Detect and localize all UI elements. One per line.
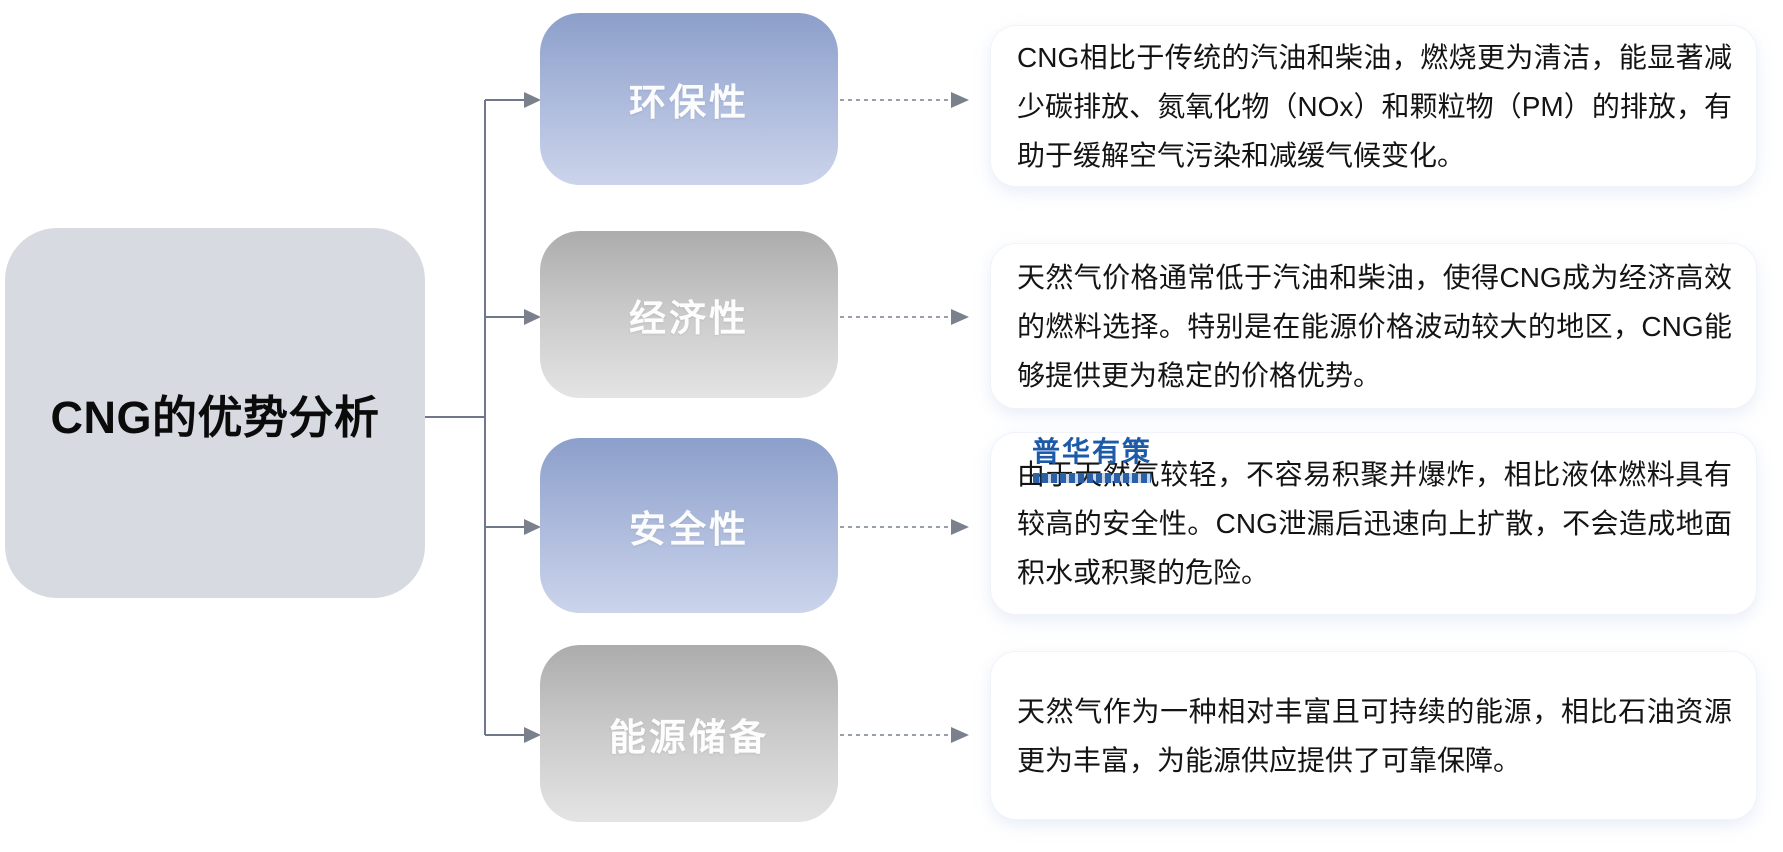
description-card-environmental: CNG相比于传统的汽油和柴油，燃烧更为清洁，能显著减少碳排放、氮氧化物（NOx）… xyxy=(990,25,1757,187)
description-text: 天然气作为一种相对丰富且可持续的能源，相比石油资源更为丰富，为能源供应提供了可靠… xyxy=(1017,695,1732,776)
watermark-logo-text: 普华有策 xyxy=(1032,436,1153,467)
description-text: 天然气价格通常低于汽油和柴油，使得CNG成为经济高效的燃料选择。特别是在能源价格… xyxy=(1017,261,1732,391)
branch-node-energy-reserve: 能源储备 xyxy=(540,645,838,822)
connector-branch-safety xyxy=(485,519,541,535)
branch-label: 经济性 xyxy=(629,297,749,339)
branch-node-environmental: 环保性 xyxy=(540,13,838,185)
arrowhead-icon xyxy=(524,519,541,535)
branch-label: 环保性 xyxy=(629,82,749,123)
branch-node-economic: 经济性 xyxy=(540,231,838,398)
arrowhead-icon xyxy=(951,519,969,535)
connector-branch-environmental xyxy=(485,92,541,108)
root-title: CNG的优势分析 xyxy=(50,391,380,443)
watermark-logo-subtext-illegible xyxy=(1033,473,1151,483)
connector-branch-energy-reserve xyxy=(485,727,541,743)
connector-desc-environmental xyxy=(840,92,969,108)
connector-desc-energy-reserve xyxy=(840,727,969,743)
connector-desc-safety xyxy=(840,519,969,535)
branch-node-safety: 安全性 xyxy=(540,438,838,613)
arrowhead-icon xyxy=(951,309,969,325)
connector-desc-economic xyxy=(840,309,969,325)
description-card-safety: 由于天然气较轻，不容易积聚并爆炸，相比液体燃料具有较高的安全性。CNG泄漏后迅速… xyxy=(990,432,1757,615)
watermark-logo: 普华有策 xyxy=(1032,430,1152,483)
description-text: CNG相比于传统的汽油和柴油，燃烧更为清洁，能显著减少碳排放、氮氧化物（NOx）… xyxy=(1017,41,1732,171)
connector-branch-economic xyxy=(485,309,541,325)
root-node: CNG的优势分析 xyxy=(5,228,425,598)
branch-label: 能源储备 xyxy=(609,716,769,758)
description-card-energy-reserve: 天然气作为一种相对丰富且可持续的能源，相比石油资源更为丰富，为能源供应提供了可靠… xyxy=(990,651,1757,820)
arrowhead-icon xyxy=(524,727,541,743)
arrowhead-icon xyxy=(524,309,541,325)
arrowhead-icon xyxy=(524,92,541,108)
arrowhead-icon xyxy=(951,92,969,108)
arrowhead-icon xyxy=(951,727,969,743)
description-card-economic: 天然气价格通常低于汽油和柴油，使得CNG成为经济高效的燃料选择。特别是在能源价格… xyxy=(990,243,1757,409)
branch-label: 安全性 xyxy=(629,508,749,550)
